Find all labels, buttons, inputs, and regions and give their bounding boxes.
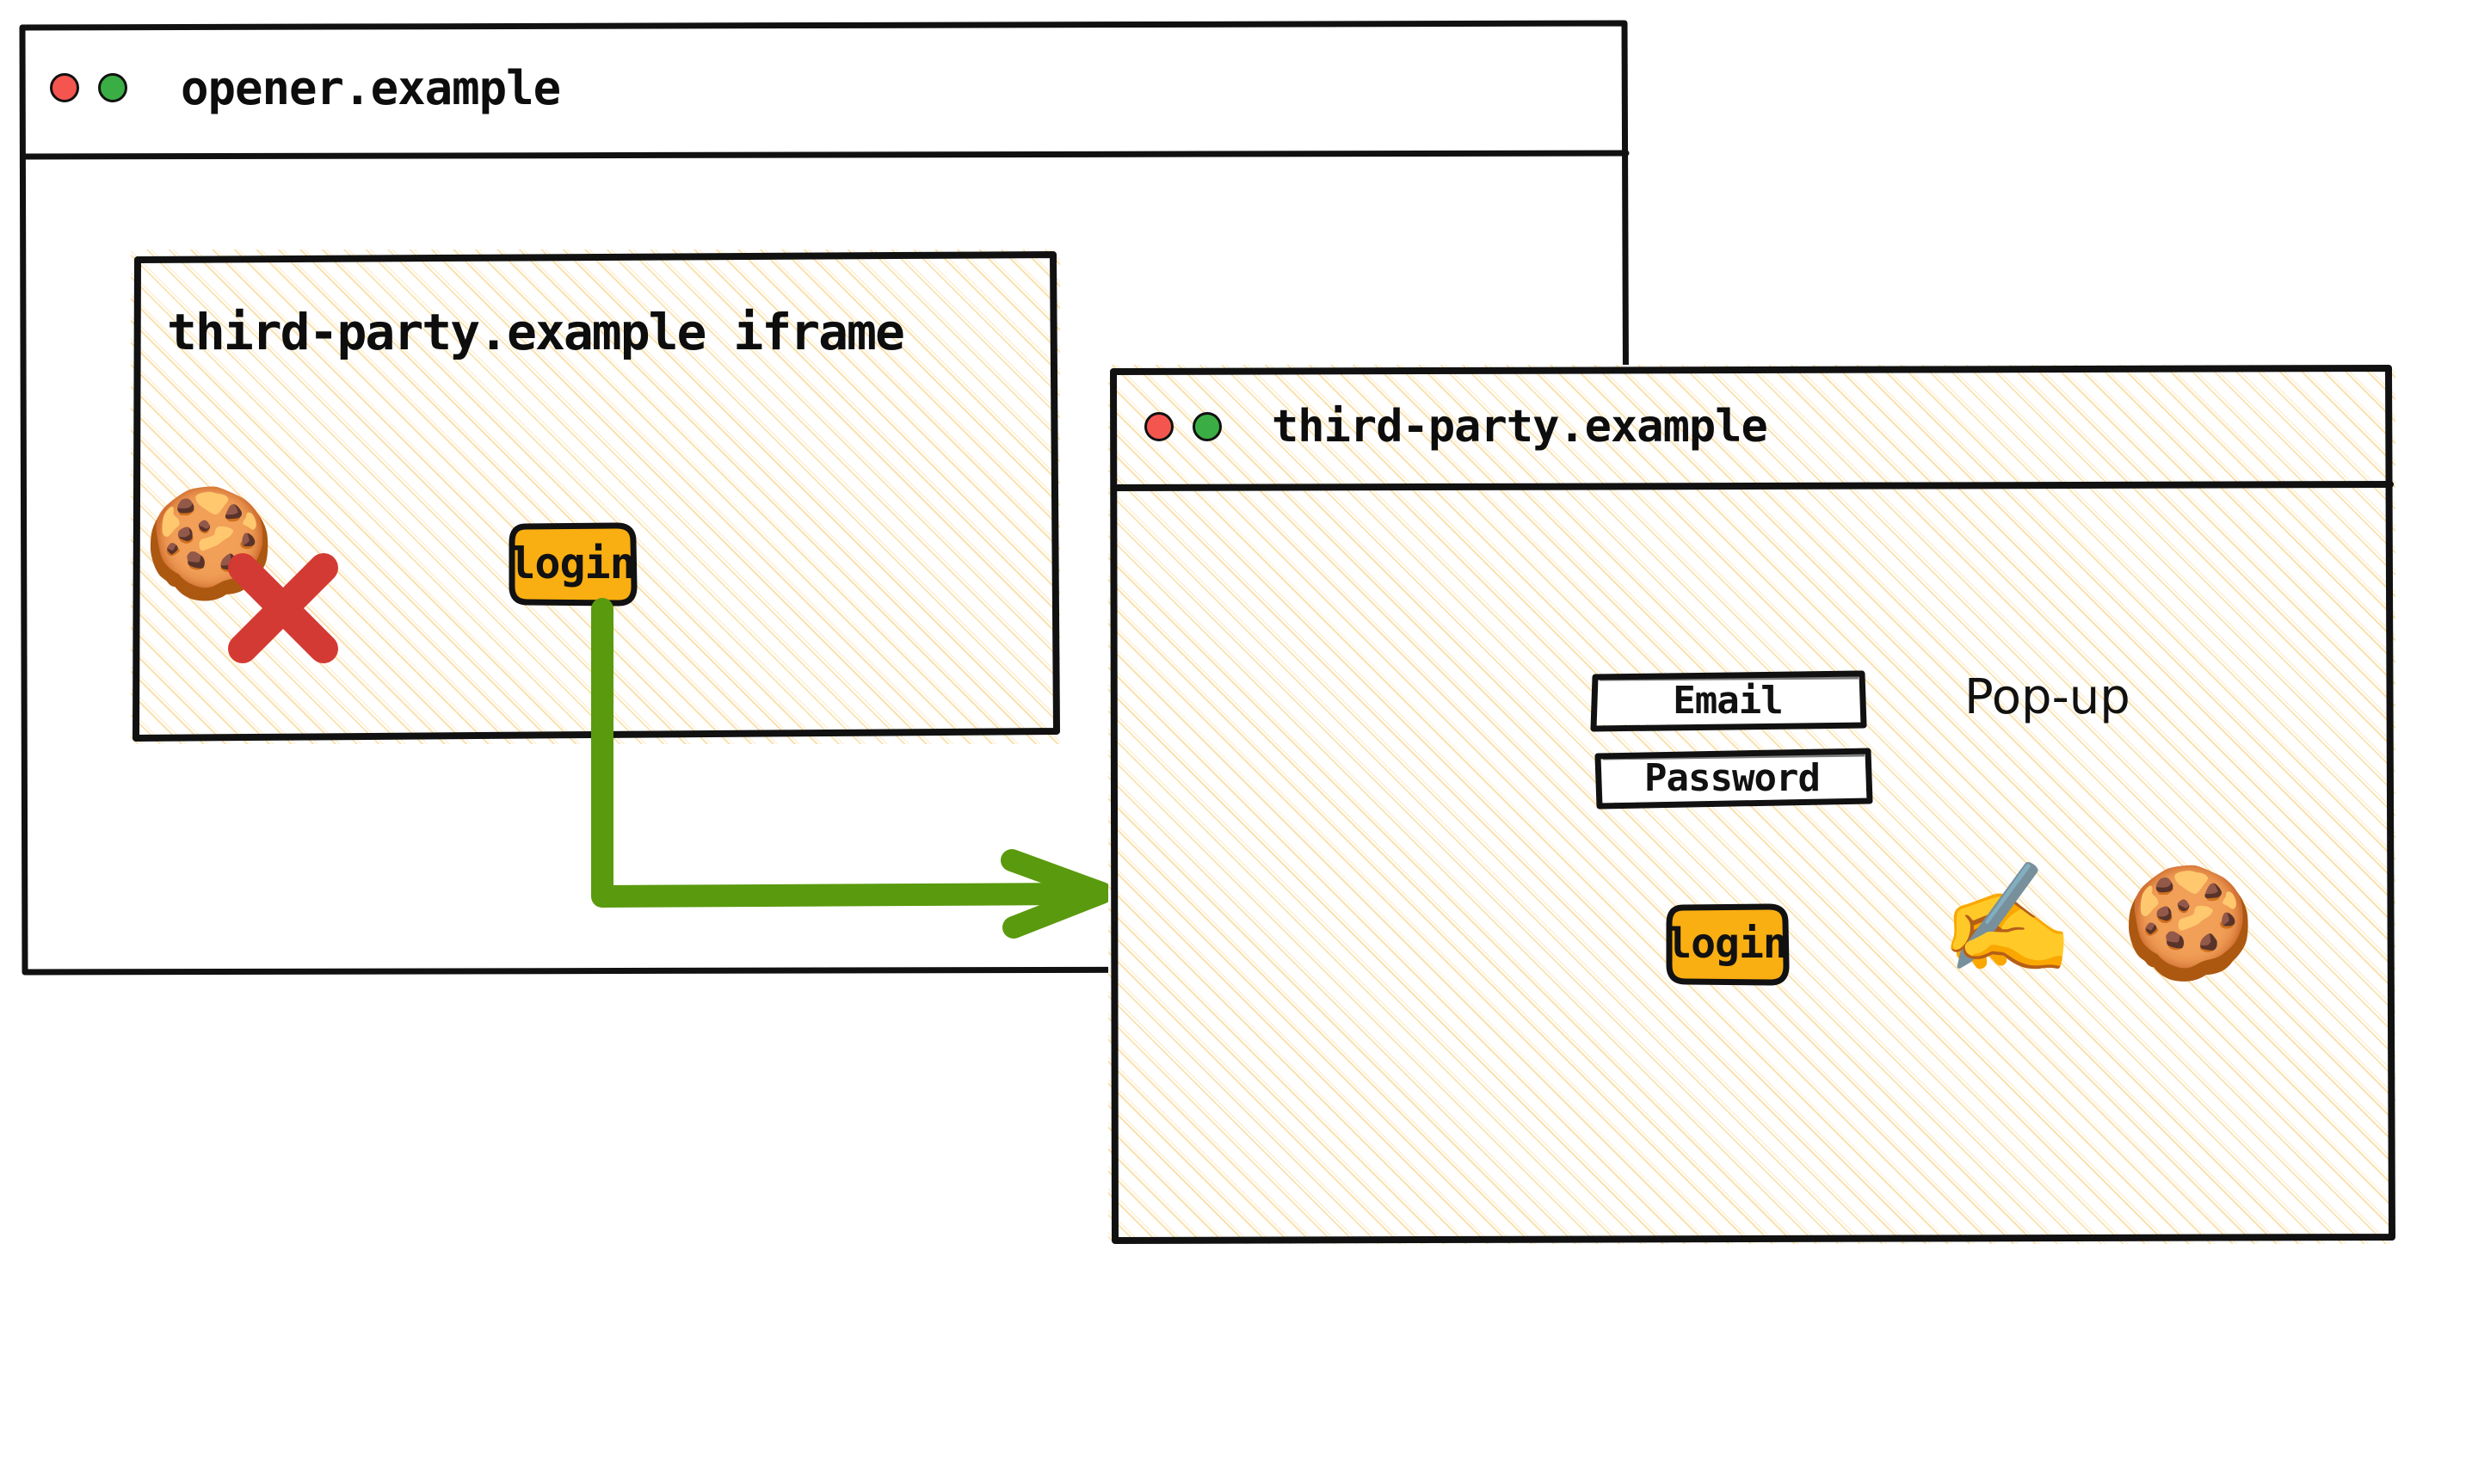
popup-titlebar: third-party.example: [1108, 365, 2395, 488]
opener-window-controls[interactable]: [50, 73, 127, 102]
opener-window-title: opener.example: [181, 60, 561, 115]
diagram-canvas: opener.example third-party.example ifram…: [17, 19, 2395, 1244]
popup-caption: Pop-up: [1964, 669, 2130, 725]
password-field[interactable]: Password: [1599, 754, 1865, 802]
cookie-icon: 🍪: [2121, 859, 2256, 986]
maximize-icon[interactable]: [98, 73, 127, 102]
third-party-iframe: third-party.example iframe 🍪 login: [131, 249, 1060, 744]
writing-hand-icon: ✍️: [1939, 855, 2075, 982]
opener-titlebar: opener.example: [17, 19, 1631, 157]
red-cross-icon: [228, 553, 338, 663]
popup-window-controls[interactable]: [1144, 411, 1222, 441]
close-icon[interactable]: [1144, 411, 1174, 441]
email-field[interactable]: Email: [1594, 676, 1861, 724]
popup-window: third-party.example Pop-up Email Passwor…: [1108, 365, 2395, 1244]
close-icon[interactable]: [50, 73, 79, 102]
maximize-icon[interactable]: [1193, 411, 1222, 441]
iframe-login-button[interactable]: login: [509, 525, 636, 602]
iframe-label: third-party.example iframe: [167, 303, 905, 361]
popup-login-button[interactable]: login: [1667, 907, 1788, 981]
popup-window-title: third-party.example: [1272, 400, 1768, 453]
popup-window-border: [1110, 365, 2395, 1244]
